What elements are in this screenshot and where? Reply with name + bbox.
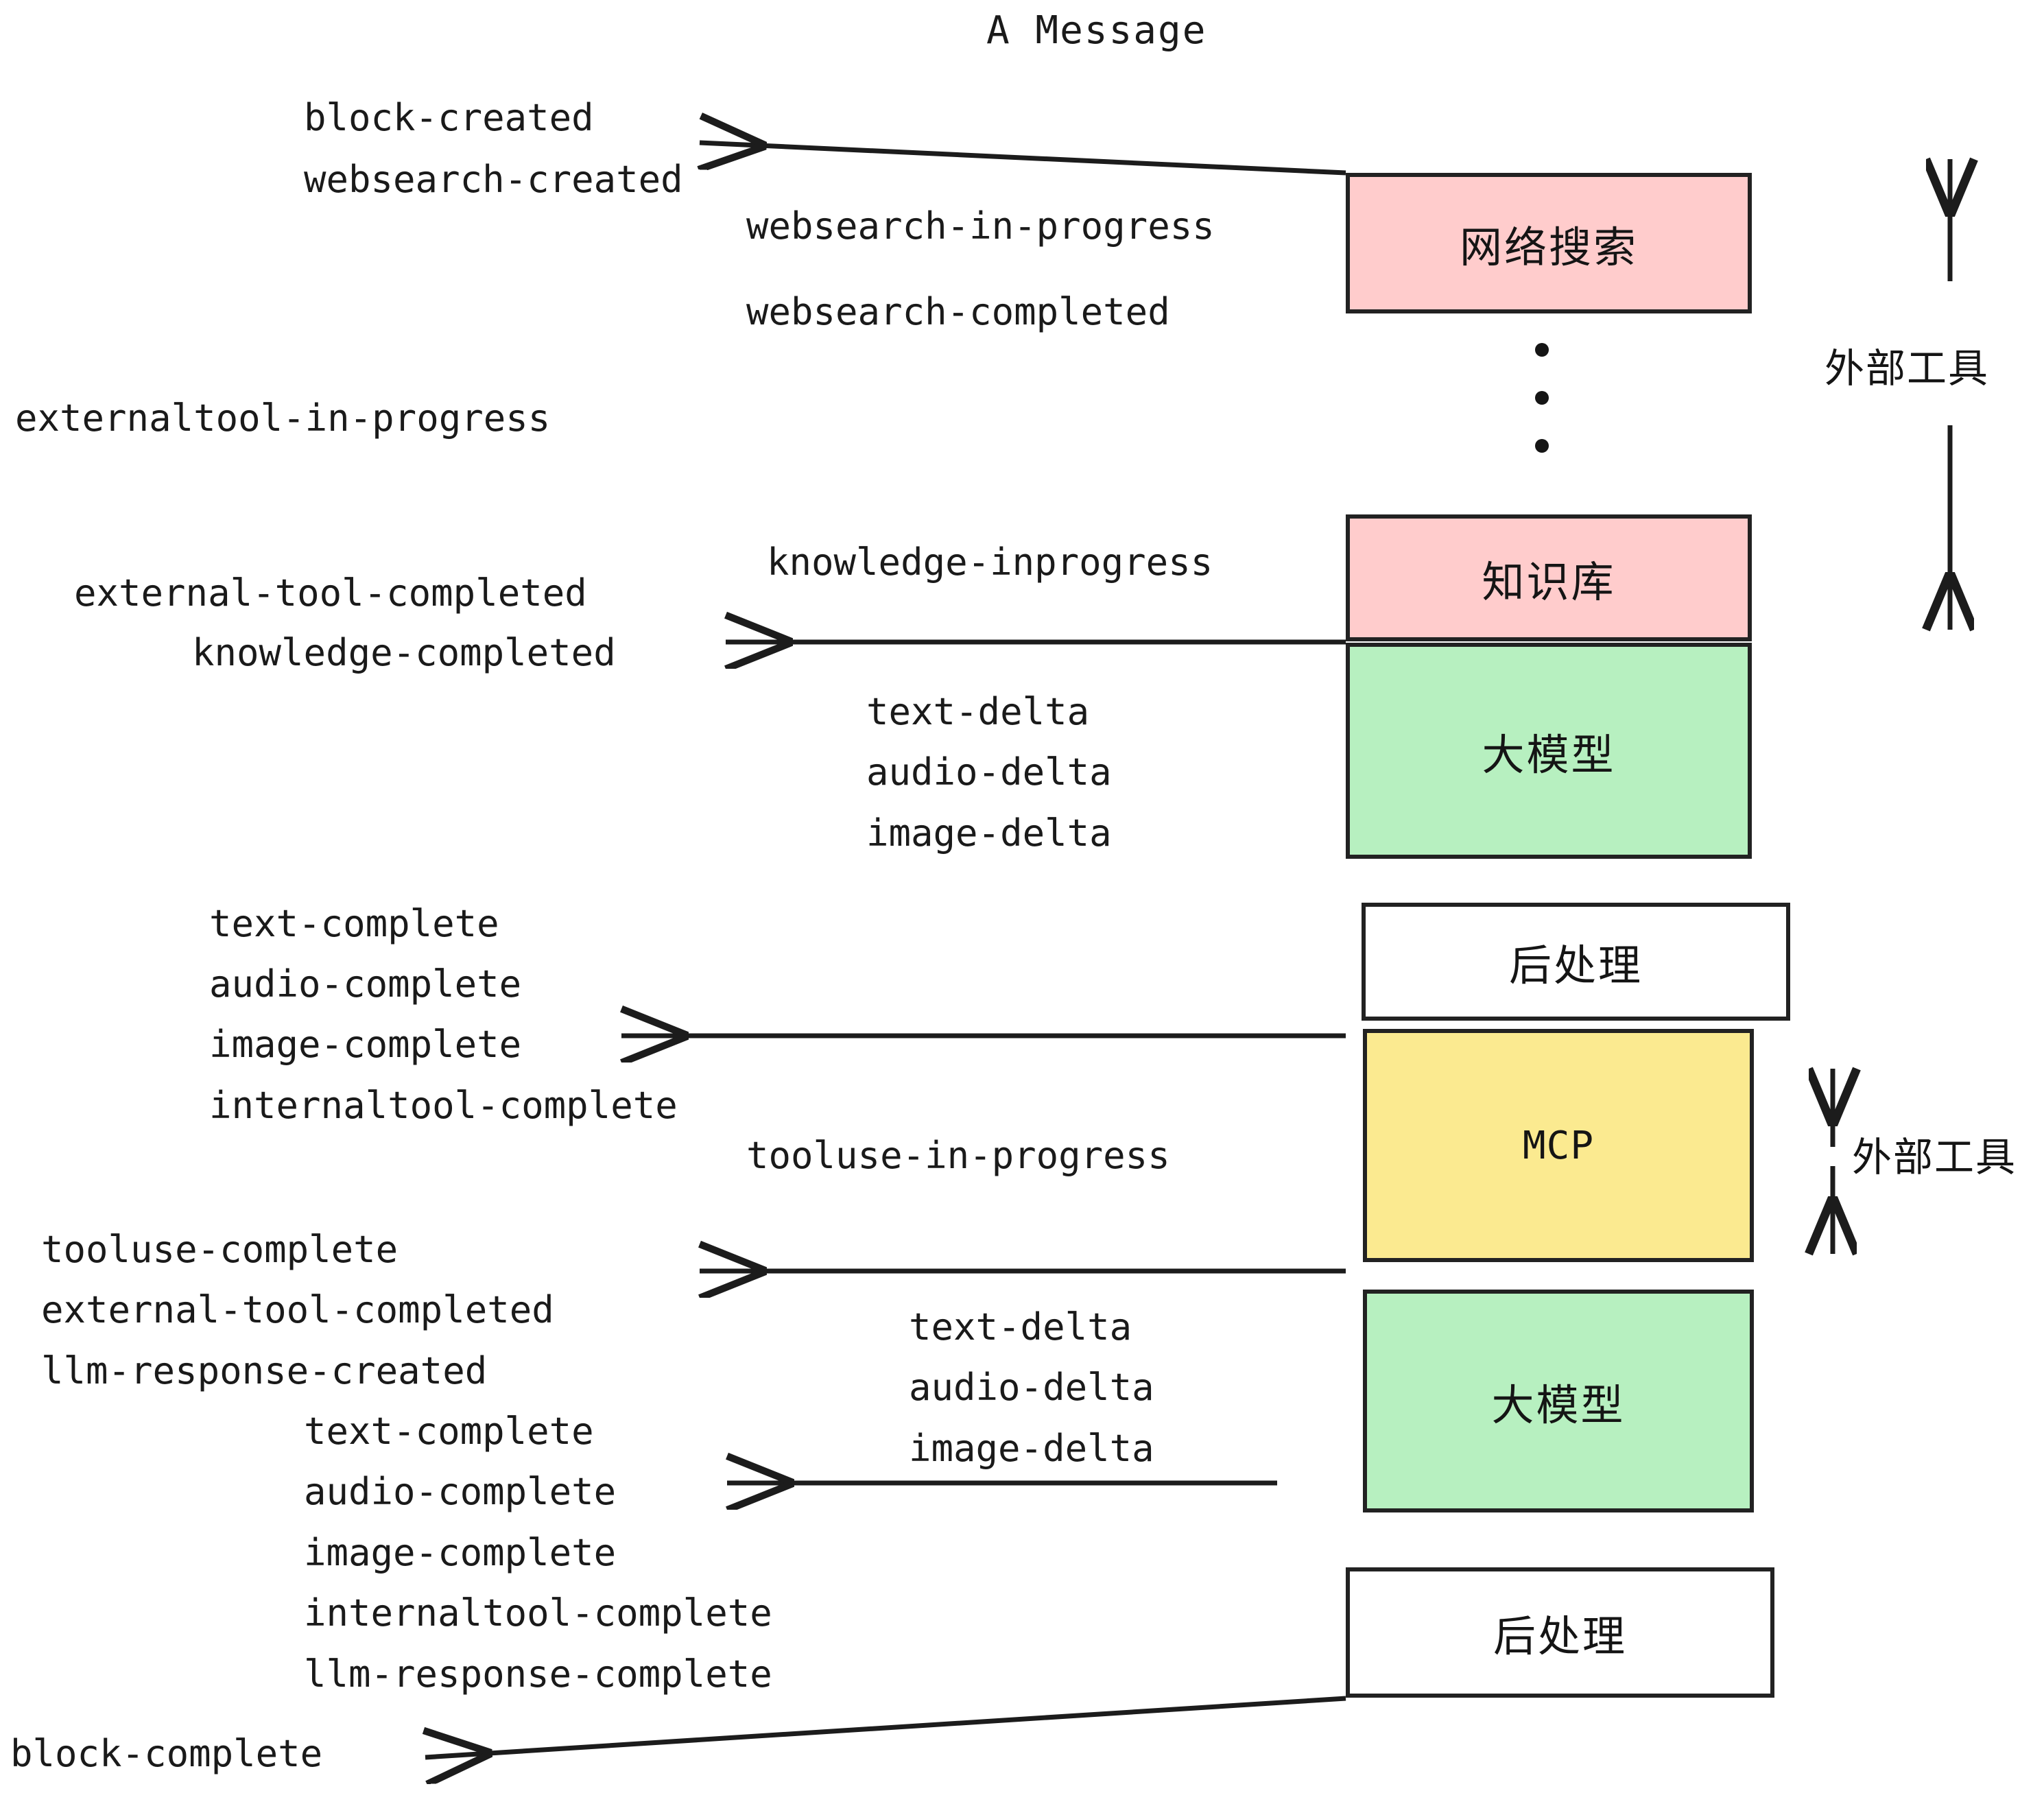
event-websearch-created: websearch-created xyxy=(304,158,683,201)
event-text-complete-2: text-complete xyxy=(304,1410,594,1453)
event-text-delta-2: text-delta xyxy=(909,1305,1132,1349)
event-block-created: block-created xyxy=(304,96,594,139)
event-knowledge-completed: knowledge-completed xyxy=(192,631,616,674)
event-text-delta-1: text-delta xyxy=(866,690,1090,733)
event-tooluse-in-progress: tooluse-in-progress xyxy=(746,1134,1170,1177)
arrow-websearch-created xyxy=(700,143,1346,176)
event-audio-complete-1: audio-complete xyxy=(209,962,522,1006)
node-postprocess-2[interactable]: 后处理 xyxy=(1346,1567,1774,1698)
side-label-external-tool-top: 外部工具 xyxy=(1825,345,1990,392)
node-llm-2[interactable]: 大模型 xyxy=(1363,1290,1754,1512)
node-llm-1[interactable]: 大模型 xyxy=(1346,643,1752,859)
event-block-complete: block-complete xyxy=(10,1732,323,1775)
event-image-complete-2: image-complete xyxy=(304,1531,617,1574)
event-llm-response-created: llm-response-created xyxy=(41,1349,488,1392)
event-llm-response-complete: llm-response-complete xyxy=(304,1652,772,1696)
event-websearch-in-progress: websearch-in-progress xyxy=(746,204,1215,248)
event-external-tool-completed-2: external-tool-completed xyxy=(41,1288,554,1331)
event-external-tool-completed-1: external-tool-completed xyxy=(74,571,587,615)
event-image-delta-1: image-delta xyxy=(866,811,1112,855)
side-label-external-tool-bottom: 外部工具 xyxy=(1852,1134,2017,1180)
page-title: A Message xyxy=(986,8,1207,53)
event-tooluse-complete: tooluse-complete xyxy=(41,1228,399,1271)
event-image-complete-1: image-complete xyxy=(209,1023,522,1066)
ellipsis-dots xyxy=(1535,343,1549,453)
node-postprocess-1[interactable]: 后处理 xyxy=(1362,903,1790,1021)
event-internaltool-complete-1: internaltool-complete xyxy=(209,1084,678,1127)
event-externaltool-in-progress: externaltool-in-progress xyxy=(15,396,551,440)
event-text-complete-1: text-complete xyxy=(209,902,499,945)
event-audio-delta-1: audio-delta xyxy=(866,750,1112,794)
node-mcp[interactable]: MCP xyxy=(1363,1029,1754,1262)
event-audio-complete-2: audio-complete xyxy=(304,1470,617,1513)
event-image-delta-2: image-delta xyxy=(909,1427,1154,1470)
event-internaltool-complete-2: internaltool-complete xyxy=(304,1591,772,1635)
event-websearch-completed: websearch-completed xyxy=(746,290,1170,333)
node-websearch[interactable]: 网络搜索 xyxy=(1346,173,1752,313)
arrow-block-complete xyxy=(425,1696,1346,1757)
event-audio-delta-2: audio-delta xyxy=(909,1366,1154,1409)
event-knowledge-inprogress: knowledge-inprogress xyxy=(767,541,1213,584)
node-knowledge[interactable]: 知识库 xyxy=(1346,514,1752,641)
